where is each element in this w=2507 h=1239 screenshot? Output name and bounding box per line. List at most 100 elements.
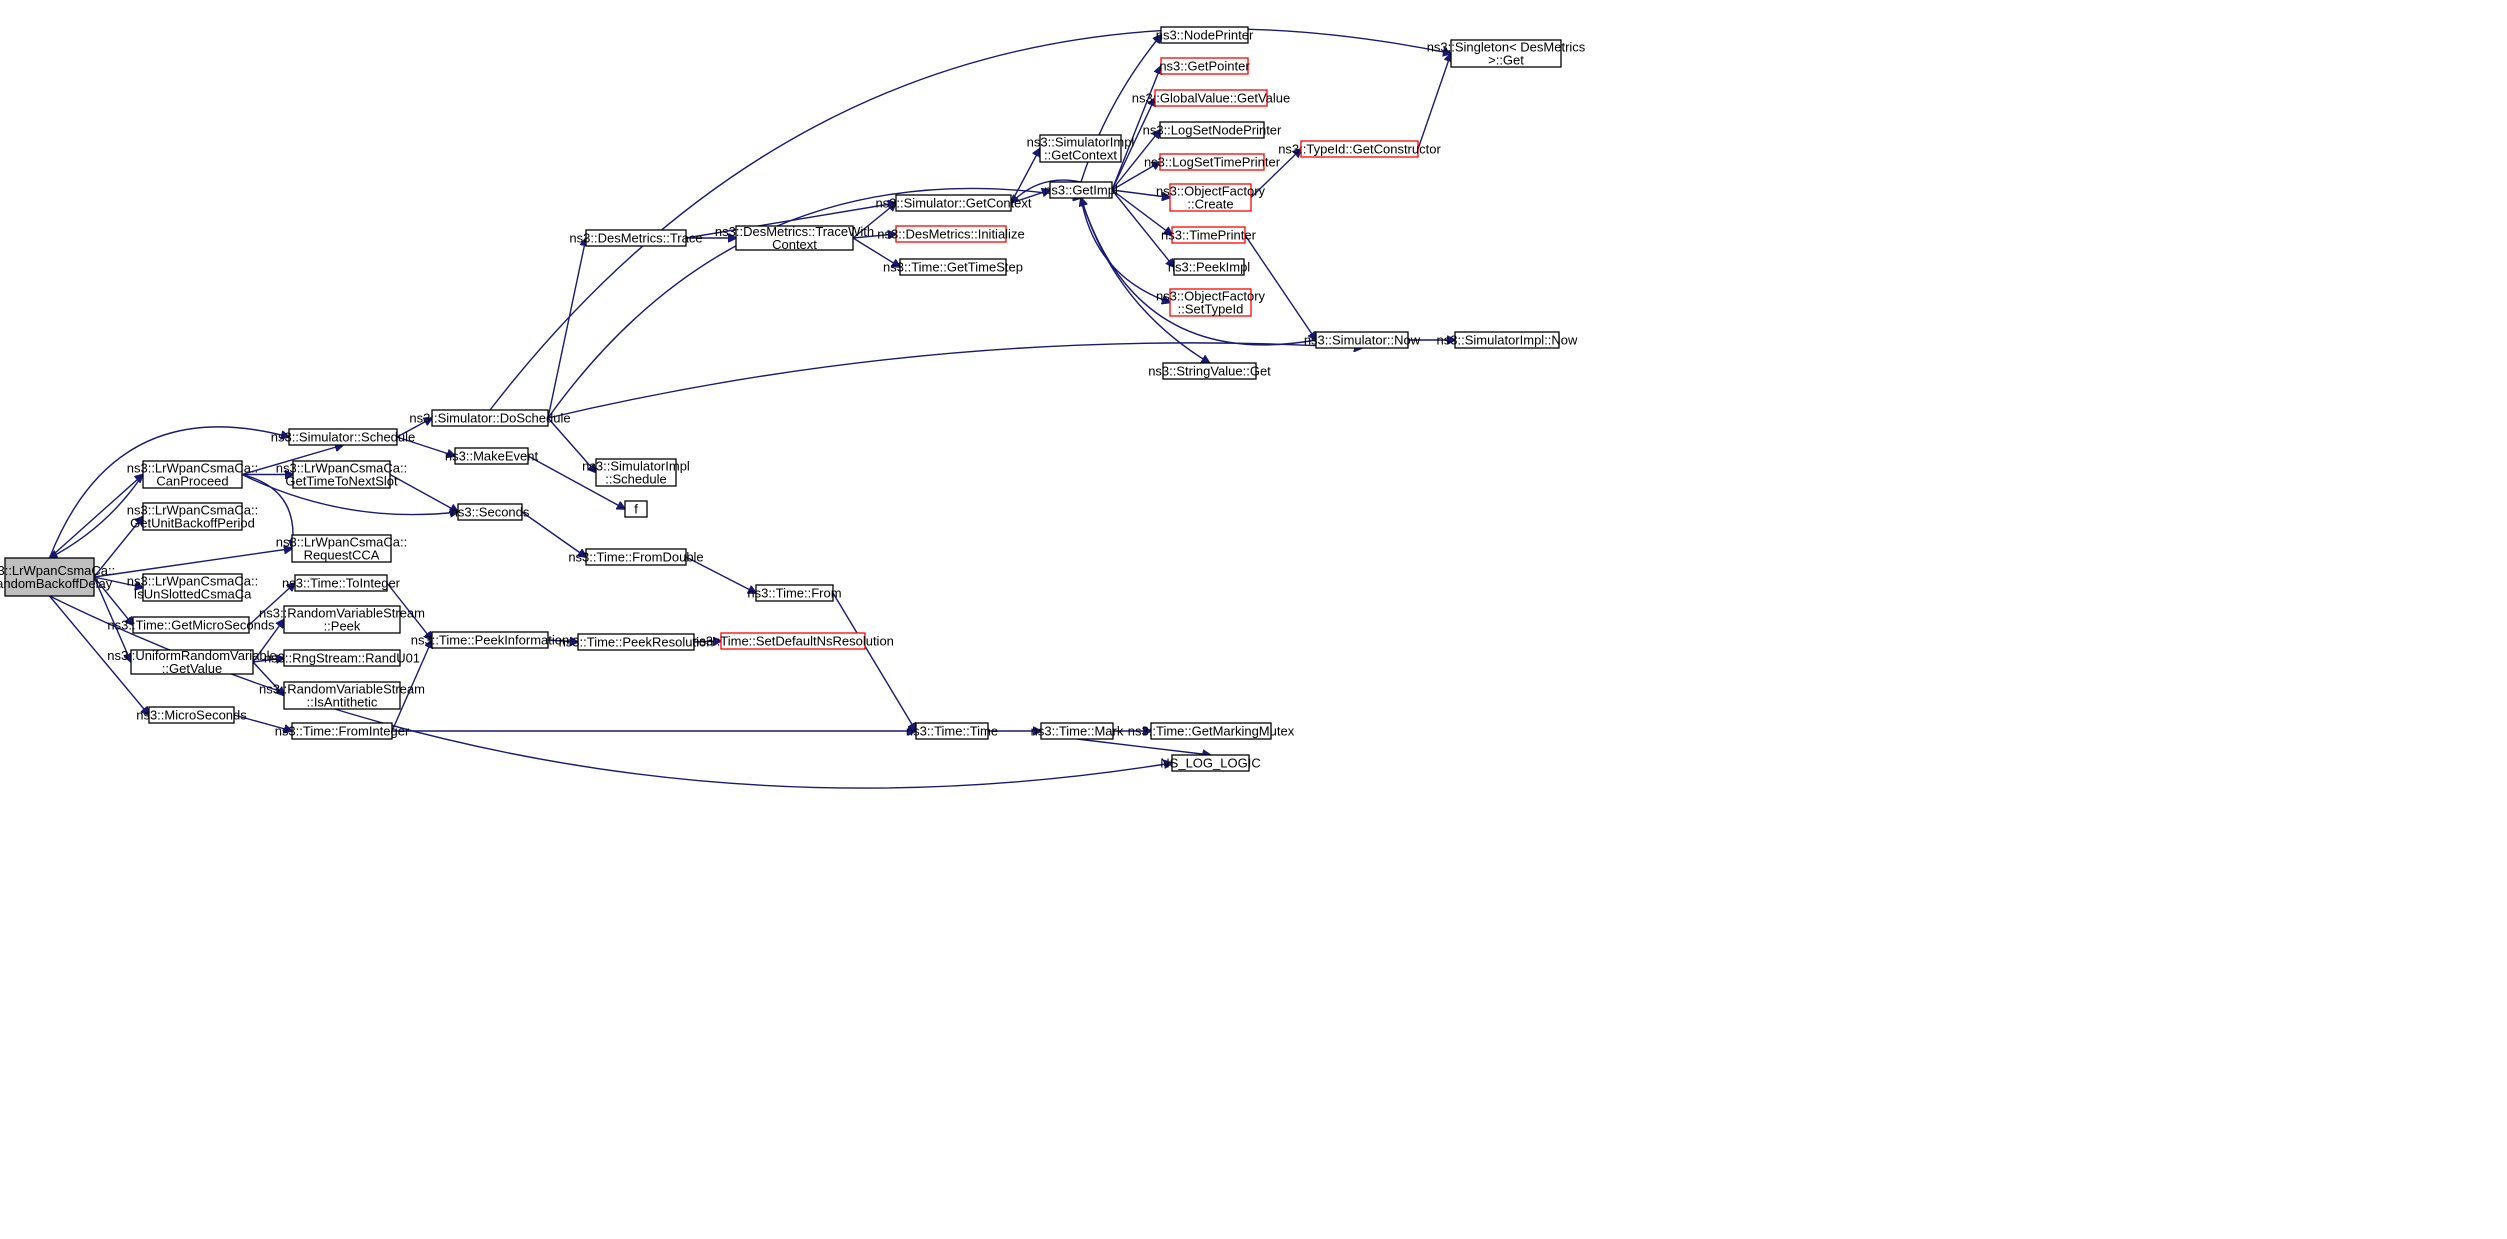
node-doschedule[interactable]: ns3::Simulator::DoSchedule xyxy=(409,409,571,427)
edge-canproceed-to-seconds xyxy=(241,473,458,515)
node-timetime[interactable]: ns3::Time::Time xyxy=(906,722,998,740)
node-box xyxy=(142,502,243,531)
edge-urvgetvalue-to-randu01 xyxy=(252,658,284,662)
node-box xyxy=(1450,39,1562,68)
edges-layer xyxy=(48,28,1456,789)
node-getimpl[interactable]: ns3::GetImpl xyxy=(1044,181,1118,199)
edge-dmtrace-to-getcontext xyxy=(685,203,896,239)
node-singleton[interactable]: ns3::Singleton< DesMetrics >::Get xyxy=(1427,39,1586,68)
edge-path xyxy=(547,640,578,642)
node-box xyxy=(755,584,834,602)
node-box xyxy=(283,681,401,710)
edge-seconds-to-fromdouble xyxy=(521,511,586,557)
node-label-line: ns3::Time::PeekResolution xyxy=(559,635,714,650)
node-peekres[interactable]: ns3::Time::PeekResolution xyxy=(559,633,714,651)
edge-root-to-isunslotted xyxy=(93,576,143,588)
node-frominteger[interactable]: ns3::Time::FromInteger xyxy=(275,722,410,740)
node-label-line: ns3::DesMetrics::Initialize xyxy=(877,227,1024,242)
node-dmtrace[interactable]: ns3::DesMetrics::Trace xyxy=(569,229,703,247)
node-getcontext[interactable]: ns3::Simulator::GetContext xyxy=(875,194,1032,212)
node-isantithetic[interactable]: ns3::RandomVariableStream::IsAntithetic xyxy=(259,681,425,710)
node-timeprinter[interactable]: ns3::TimePrinter xyxy=(1161,226,1257,244)
node-label-line: ns3::Time::Time xyxy=(906,724,998,739)
node-box xyxy=(595,458,677,487)
edge-frominteger-to-peekinfo xyxy=(391,640,432,732)
node-box xyxy=(1049,181,1113,199)
node-schedule[interactable]: ns3::Simulator::Schedule xyxy=(271,428,416,446)
edge-path xyxy=(241,473,458,515)
node-setdefaultres[interactable]: ns3::Time::SetDefaultNsResolution xyxy=(692,632,894,650)
edge-makeevent-to-f xyxy=(527,455,625,509)
node-box xyxy=(454,447,529,465)
edge-peekinfo-to-peekres xyxy=(547,640,578,642)
node-f[interactable]: f xyxy=(624,500,648,518)
node-box xyxy=(895,225,1007,243)
node-peekinfo[interactable]: ns3::Time::PeekInformation xyxy=(411,631,569,649)
node-tointeger[interactable]: ns3::Time::ToInteger xyxy=(282,574,401,592)
node-root[interactable]: ns3::LrWpanCsmaCa::RandomBackoffDelay xyxy=(0,557,115,597)
edge-path xyxy=(685,203,896,239)
node-box xyxy=(585,548,687,566)
node-label-line: ns3::SimulatorImpl::Now xyxy=(1437,333,1578,348)
node-typeidgetctor[interactable]: ns3::TypeId::GetConstructor xyxy=(1278,140,1441,158)
node-ofcreate[interactable]: ns3::ObjectFactory::Create xyxy=(1156,183,1266,212)
node-gettimestep[interactable]: ns3::Time::GetTimeStep xyxy=(883,258,1023,276)
edge-path xyxy=(1250,149,1301,199)
node-peekimpl[interactable]: ns3::PeekImpl xyxy=(1168,258,1250,276)
edge-path xyxy=(832,592,916,731)
node-requestcca[interactable]: ns3::LrWpanCsmaCa::RequestCCA xyxy=(276,534,408,563)
node-label-line: ::Peek xyxy=(324,619,361,634)
node-getmarkingmutex[interactable]: ns3::Time::GetMarkingMutex xyxy=(1128,722,1295,740)
node-nslog[interactable]: NS_LOG_LOGIC xyxy=(1160,754,1261,772)
node-label-line: ns3::Time::SetDefaultNsResolution xyxy=(692,634,894,649)
node-gettimetonext[interactable]: ns3::LrWpanCsmaCa::GetTimeToNextSlot xyxy=(276,460,408,489)
node-label-line: ns3::MakeEvent xyxy=(445,449,539,464)
node-getunit[interactable]: ns3::LrWpanCsmaCa::GetUnitBackoffPeriod xyxy=(127,502,259,531)
node-isunslotted[interactable]: ns3::LrWpanCsmaCa::IsUnSlottedCsmaCa xyxy=(127,573,259,602)
node-label-line: ns3::Simulator::Schedule xyxy=(271,430,416,445)
node-label-line: ::Schedule xyxy=(605,472,666,487)
node-getmicro[interactable]: ns3::Time::GetMicroSeconds xyxy=(107,616,275,634)
node-logsettime[interactable]: ns3::LogSetTimePrinter xyxy=(1144,153,1281,171)
node-microseconds[interactable]: ns3::MicroSeconds xyxy=(136,706,247,724)
node-box xyxy=(899,258,1007,276)
node-simimplschedule[interactable]: ns3::SimulatorImpl::Schedule xyxy=(582,458,690,487)
edge-doschedule-to-dmtrace xyxy=(547,238,586,419)
node-simimplnow[interactable]: ns3::SimulatorImpl::Now xyxy=(1437,331,1578,349)
edge-root-to-getunit xyxy=(93,517,143,578)
node-label-line: ns3::DesMetrics::TraceWith xyxy=(715,224,874,239)
node-randu01[interactable]: ns3::RngStream::RandU01 xyxy=(264,649,420,667)
node-canproceed[interactable]: ns3::LrWpanCsmaCa::CanProceed xyxy=(127,460,259,489)
edge-getimpl-to-ofcreate xyxy=(1111,189,1170,198)
node-dminit[interactable]: ns3::DesMetrics::Initialize xyxy=(877,225,1025,243)
edge-urvgetvalue-to-rvspeek xyxy=(252,620,284,663)
edge-fromdouble-to-timefrom xyxy=(685,556,756,593)
node-label-line: IsUnSlottedCsmaCa xyxy=(134,587,253,602)
node-gvgetvalue[interactable]: ns3::GlobalValue::GetValue xyxy=(1132,89,1291,107)
node-svget[interactable]: ns3::StringValue::Get xyxy=(1148,362,1271,380)
node-simnow[interactable]: ns3::Simulator::Now xyxy=(1304,331,1421,349)
node-logsetnode[interactable]: ns3::LogSetNodePrinter xyxy=(1143,121,1282,139)
edge-path xyxy=(1417,54,1451,150)
node-seconds[interactable]: ns3::Seconds xyxy=(451,503,530,521)
edge-path xyxy=(396,418,432,438)
node-simimplgetctx[interactable]: ns3::SimulatorImpl::GetContext xyxy=(1027,134,1135,163)
node-nodeprinter[interactable]: ns3::NodePrinter xyxy=(1156,26,1254,44)
edge-typeidgetctor-to-singleton xyxy=(1417,54,1451,150)
node-timemark[interactable]: ns3::Time::Mark xyxy=(1031,722,1124,740)
node-timefrom[interactable]: ns3::Time::From xyxy=(747,584,842,602)
node-box xyxy=(735,225,854,251)
edge-path xyxy=(48,426,290,559)
node-ofsettypeid[interactable]: ns3::ObjectFactory::SetTypeId xyxy=(1156,288,1266,317)
node-urvgetvalue[interactable]: ns3::UniformRandomVariable::GetValue xyxy=(107,648,277,676)
node-makeevent[interactable]: ns3::MakeEvent xyxy=(445,447,539,465)
node-label-line: ns3::Time::Mark xyxy=(1031,724,1124,739)
node-box xyxy=(1150,722,1272,740)
edge-tointeger-to-peekinfo xyxy=(386,582,432,640)
node-fromdouble[interactable]: ns3::Time::FromDouble xyxy=(568,548,704,566)
edge-path xyxy=(1080,197,1210,363)
node-getpointer[interactable]: ns3::GetPointer xyxy=(1159,57,1250,75)
node-rvspeek[interactable]: ns3::RandomVariableStream::Peek xyxy=(259,605,425,634)
node-label-line: ns3::MicroSeconds xyxy=(136,708,247,723)
